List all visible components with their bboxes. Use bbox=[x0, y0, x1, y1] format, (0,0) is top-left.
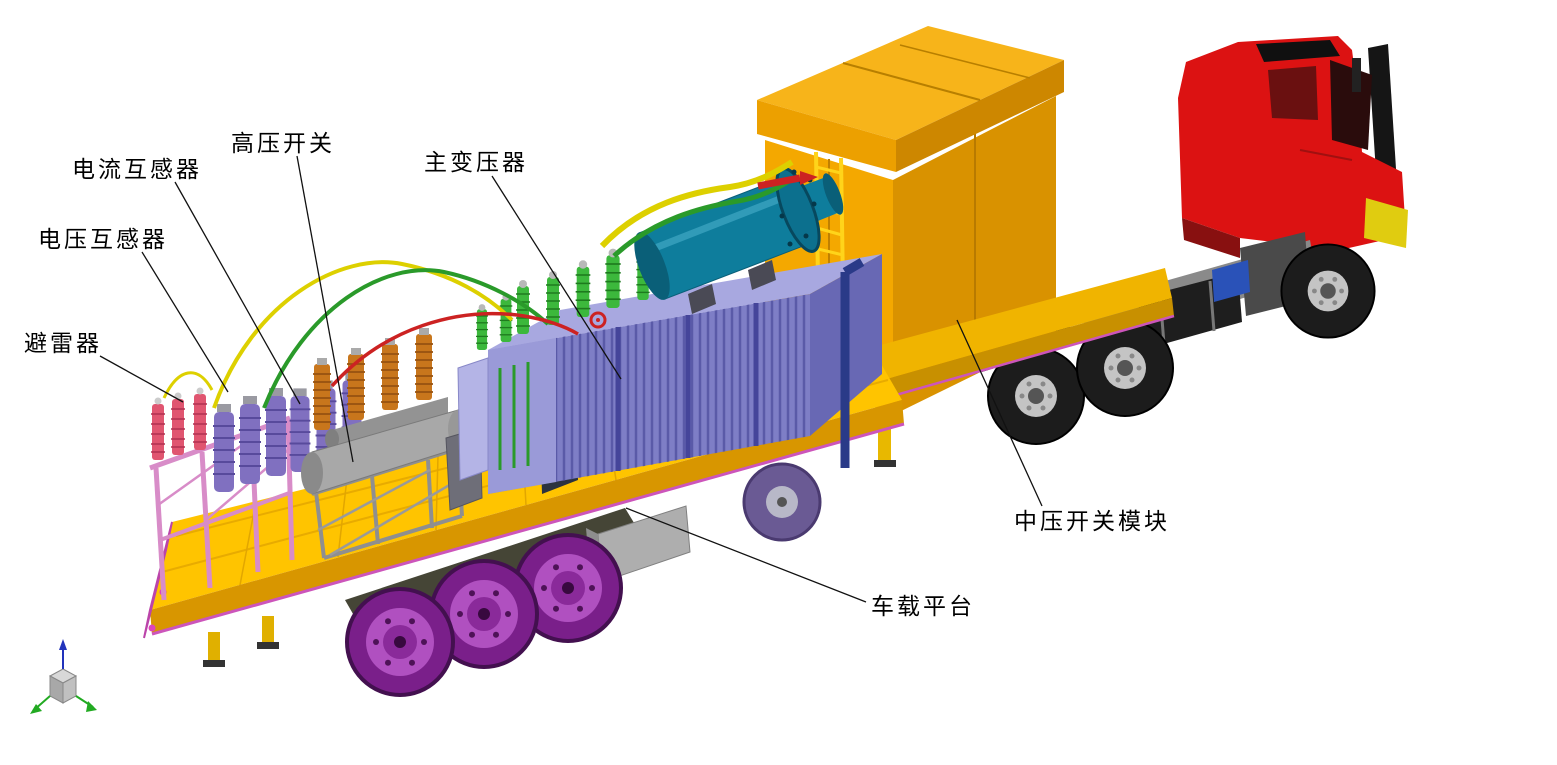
vt-2 bbox=[238, 395, 262, 485]
container-lid-top bbox=[757, 26, 1064, 140]
arrester-3 bbox=[192, 386, 208, 451]
vt-1 bbox=[212, 403, 236, 493]
switch-bushing-3 bbox=[380, 337, 400, 411]
voltage-transformers bbox=[212, 387, 288, 493]
label-hv-switch: 高压开关 bbox=[231, 130, 335, 156]
leader-lines bbox=[99, 155, 1043, 603]
deck-left-end bbox=[143, 521, 173, 639]
label-mv-switch-module: 中压开关模块 bbox=[1014, 508, 1170, 534]
pipe-red bbox=[757, 174, 801, 190]
leader-hv-switch bbox=[296, 155, 354, 463]
gooseneck-deck bbox=[855, 268, 1172, 386]
cable-red bbox=[330, 311, 579, 388]
label-main-transformer: 主变压器 bbox=[424, 149, 528, 175]
label-vehicle-platform: 车载平台 bbox=[871, 593, 975, 619]
axis-triad-icon bbox=[30, 639, 97, 714]
label-current-transformer: 电流互感器 bbox=[72, 156, 202, 182]
container-lid-front bbox=[757, 100, 896, 172]
pipe-green bbox=[612, 176, 794, 258]
cooler-saddle-1 bbox=[688, 284, 716, 314]
leader-current-transformer bbox=[174, 181, 301, 405]
gooseneck-side bbox=[862, 298, 1174, 404]
cab-roof-hatch bbox=[1256, 40, 1340, 62]
truck-front-wheel bbox=[1280, 243, 1376, 339]
leader-voltage-transformer bbox=[141, 251, 229, 393]
deck-front-side bbox=[150, 400, 904, 634]
pipe-yellow bbox=[599, 159, 794, 249]
transformer-bushing-3 bbox=[574, 259, 592, 318]
spare-wheel bbox=[742, 462, 822, 542]
cooler-tank bbox=[634, 167, 844, 314]
switch-upper-tube bbox=[332, 397, 448, 448]
cab-windshield bbox=[1330, 60, 1372, 150]
truck-cab bbox=[1178, 36, 1408, 258]
leader-main-transformer bbox=[491, 175, 622, 380]
outrigger-1 bbox=[208, 632, 220, 662]
main-transformer-body bbox=[457, 247, 882, 494]
transformer-bushing-a bbox=[475, 303, 489, 351]
hv-cables bbox=[162, 260, 579, 409]
lightning-arresters bbox=[150, 386, 208, 461]
transformer-bushing-4 bbox=[604, 247, 622, 309]
valve-wheel bbox=[589, 311, 607, 329]
cab-lower-skirt bbox=[1182, 218, 1240, 258]
transformer-top-face bbox=[488, 254, 882, 350]
cab-mirror bbox=[1352, 58, 1361, 92]
leader-lightning-arrester bbox=[99, 355, 184, 403]
switch-bushing-1 bbox=[312, 357, 332, 431]
container-lid-side bbox=[896, 60, 1064, 172]
cooler-saddle-2 bbox=[748, 260, 776, 290]
arrester-1 bbox=[150, 396, 166, 461]
leader-mv-switch-module bbox=[956, 319, 1043, 507]
cab-side-window bbox=[1268, 66, 1318, 120]
cable-yellow bbox=[212, 260, 514, 409]
air-tank bbox=[1212, 260, 1250, 302]
leader-vehicle-platform bbox=[625, 507, 867, 603]
cable-yellow-short bbox=[162, 371, 214, 399]
label-voltage-transformer: 电压互感器 bbox=[38, 226, 168, 252]
cable-green bbox=[262, 268, 550, 409]
cable-box bbox=[457, 357, 489, 481]
roof-pipes bbox=[599, 159, 818, 258]
cab-front-panel bbox=[1364, 198, 1408, 248]
label-lightning-arrester: 避雷器 bbox=[24, 330, 102, 356]
outrigger-2 bbox=[262, 616, 274, 644]
transformer-left-panel bbox=[488, 338, 556, 494]
trailer-wheel-1 bbox=[345, 587, 455, 697]
switch-bushing-4 bbox=[414, 327, 434, 401]
